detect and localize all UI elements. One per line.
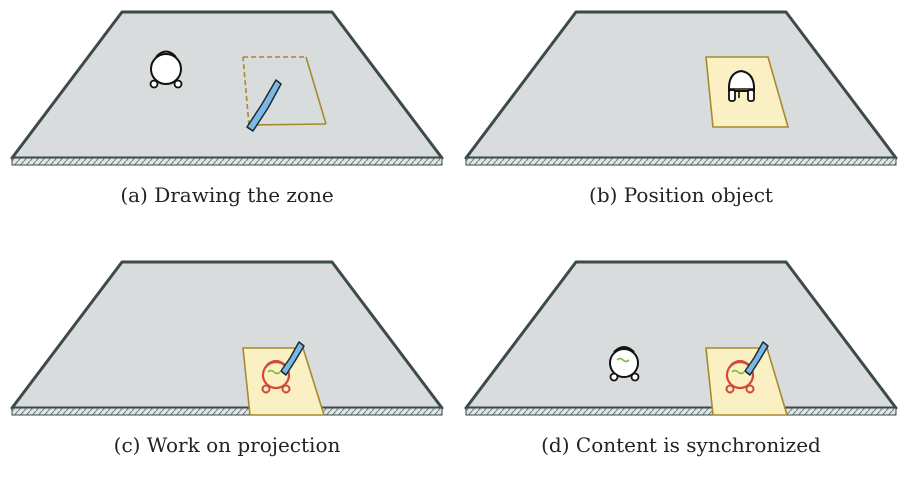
panel-work-on-projection: (c) Work on projection: [0, 250, 454, 500]
table-illustration: [0, 0, 454, 180]
table-illustration: [454, 0, 908, 180]
caption: (b) Position object: [454, 180, 908, 210]
table-illustration: [0, 250, 454, 430]
panel-drawing-zone: (a) Drawing the zone: [0, 0, 454, 250]
panel-position-object: (b) Position object: [454, 0, 908, 250]
caption: (d) Content is synchronized: [454, 430, 908, 460]
table-illustration: [454, 250, 908, 430]
caption: (c) Work on projection: [0, 430, 454, 460]
panel-content-synchronized: (d) Content is synchronized: [454, 250, 908, 500]
caption: (a) Drawing the zone: [0, 180, 454, 210]
